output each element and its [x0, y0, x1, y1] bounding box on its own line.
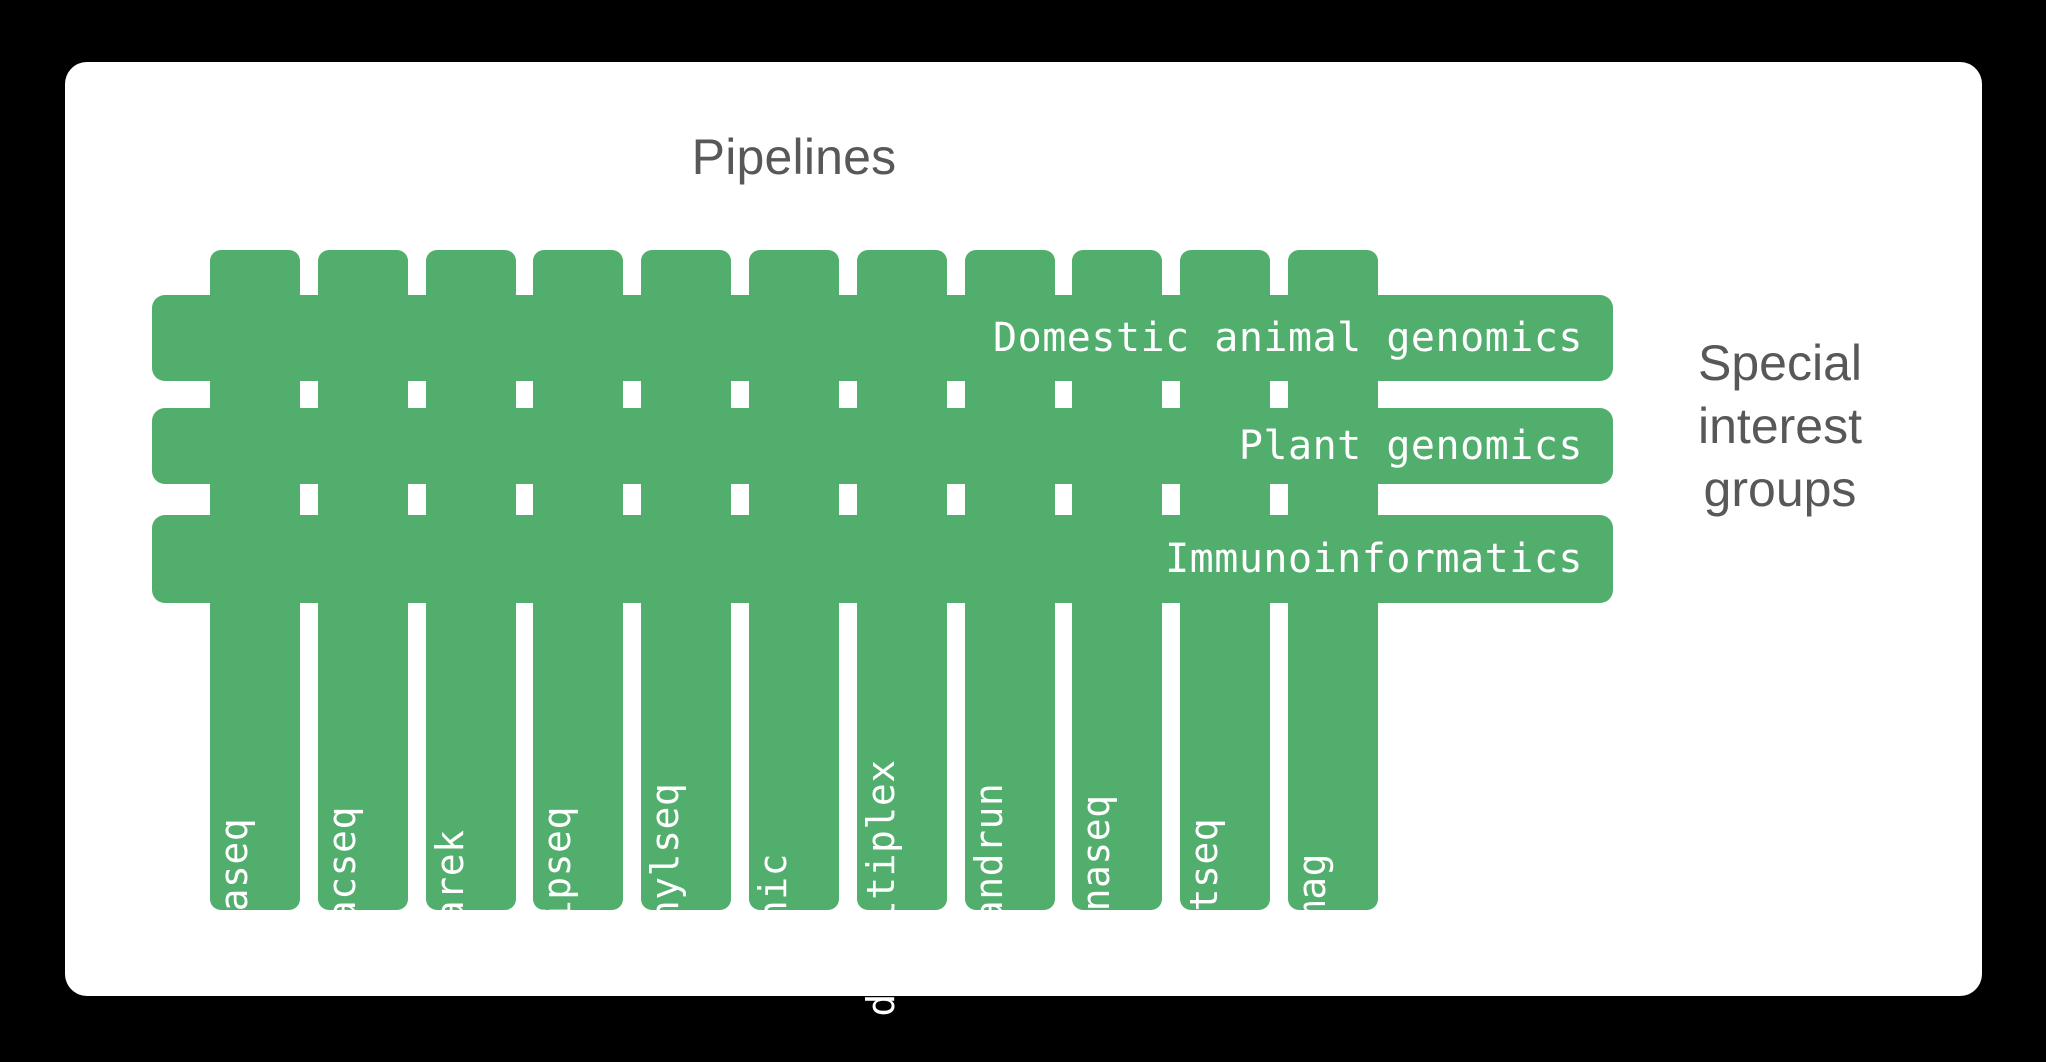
sig-bar-label: Plant genomics: [1238, 423, 1583, 469]
pipeline-label-sarek: sarek: [427, 829, 472, 947]
pipeline-label-text: mag: [1290, 852, 1334, 924]
pipeline-label-text: atacseq: [319, 806, 364, 970]
special-interest-groups-caption: Special interest groups: [1665, 332, 1895, 521]
pipeline-label-smrnaseq: smrnaseq: [1074, 794, 1119, 982]
sig-bar-immunoinformatics[interactable]: Immunoinformatics: [152, 515, 1613, 603]
pipeline-label-text: cutandrun: [966, 782, 1011, 994]
pipeline-label-text: methylseq: [643, 782, 688, 994]
sig-bar-plant-genomics[interactable]: Plant genomics: [152, 408, 1613, 484]
page-title-pipelines: Pipelines: [691, 129, 897, 185]
sig-bar-label: Immunoinformatics: [1165, 536, 1583, 582]
caption-line: groups: [1703, 461, 1857, 517]
pipeline-label-rnaseq: rnaseq: [212, 817, 256, 959]
pipeline-label-text: rnaseq: [212, 817, 256, 959]
sig-bar-label: Domestic animal genomics: [993, 315, 1583, 361]
pipeline-label-chipseq: chipseq: [535, 806, 580, 970]
pipeline-label-text: sarek: [427, 829, 472, 947]
pipeline-label-methylseq: methylseq: [643, 782, 688, 994]
caption-line: interest: [1698, 398, 1862, 454]
pipeline-label-text: hgtseq: [1182, 817, 1227, 959]
pipeline-label-text: hic: [751, 852, 795, 924]
pipeline-label-atacseq: atacseq: [319, 806, 364, 970]
pipeline-label-text: demultiplex: [858, 759, 903, 1017]
pipeline-label-mag: mag: [1290, 852, 1334, 924]
pipeline-label-text: smrnaseq: [1074, 794, 1119, 982]
pipeline-label-cutandrun: cutandrun: [966, 782, 1011, 994]
pipeline-label-hgtseq: hgtseq: [1182, 817, 1227, 959]
caption-line: Special: [1698, 335, 1862, 391]
pipeline-label-hic: hic: [751, 852, 795, 924]
pipeline-label-demultiplex: demultiplex: [858, 759, 903, 1017]
pipeline-label-text: chipseq: [535, 806, 580, 970]
sig-bar-domestic-animal-genomics[interactable]: Domestic animal genomics: [152, 295, 1613, 381]
